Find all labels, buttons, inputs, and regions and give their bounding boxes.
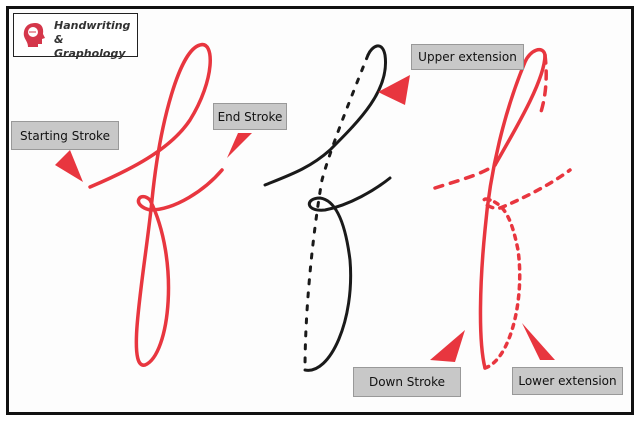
label-down-stroke: Down Stroke xyxy=(353,367,461,397)
arrow-lower-extension xyxy=(522,323,555,360)
label-upper-extension: Upper extension xyxy=(411,44,524,70)
arrow-down-stroke xyxy=(430,330,465,362)
label-lower-extension: Lower extension xyxy=(512,367,623,395)
arrow-end-stroke xyxy=(227,133,252,158)
label-starting-stroke: Starting Stroke xyxy=(11,121,119,150)
black-letter-f-dotted xyxy=(263,44,392,372)
logo-line-2: & Graphology xyxy=(54,33,126,60)
logo: Handwriting & Graphology xyxy=(13,13,138,60)
label-end-stroke: End Stroke xyxy=(213,103,287,130)
logo-line-1: Handwriting xyxy=(54,19,131,32)
arrows xyxy=(55,75,555,362)
arrow-upper-extension xyxy=(378,75,410,105)
red-letter-f-dotted xyxy=(433,47,572,370)
red-letter-f-full xyxy=(88,42,224,367)
head-brain-icon xyxy=(23,23,45,47)
arrow-starting-stroke xyxy=(55,150,83,182)
